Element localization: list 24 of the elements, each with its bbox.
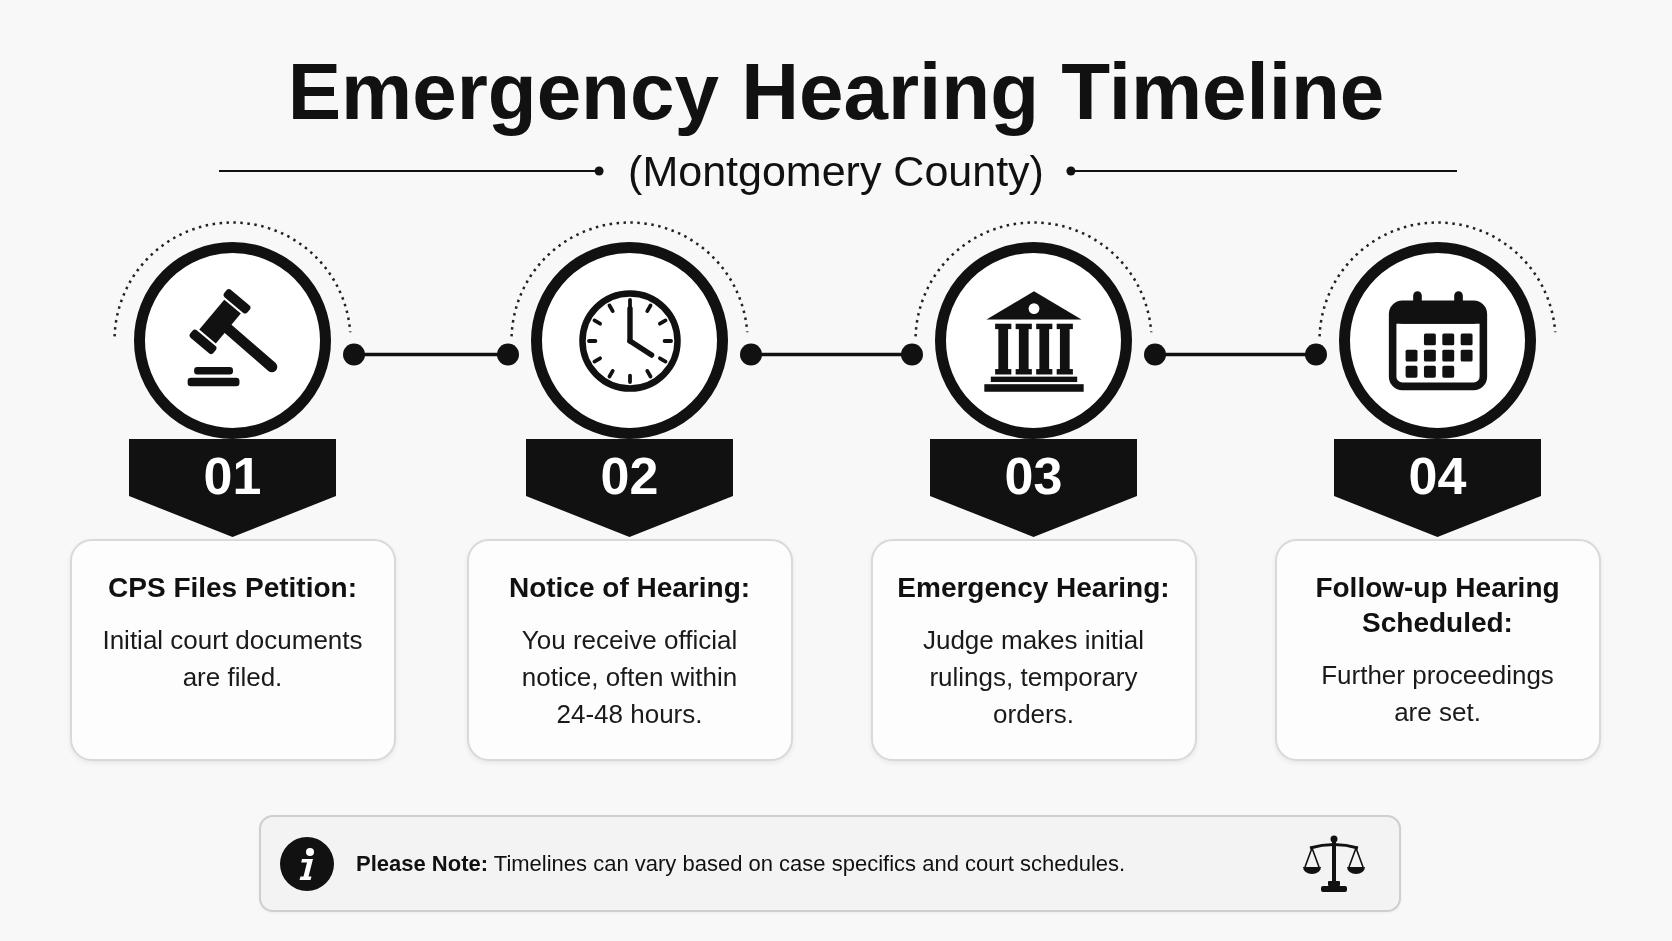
step-heading: Follow-up Hearing Scheduled: (1314, 571, 1561, 640)
step-badge (930, 439, 1137, 537)
step-badge (129, 439, 336, 537)
step-description: Further proceedings are set. (1320, 659, 1555, 729)
step-badge (1334, 439, 1541, 537)
step-card (69, 539, 396, 761)
note-box (259, 815, 1401, 912)
step-number: 01 (203, 450, 262, 502)
step-heading: Notice of Hearing: (508, 571, 751, 605)
step-heading: CPS Files Petition: (108, 571, 357, 605)
subtitle: (Montgomery County) (628, 147, 1044, 195)
step-description: You receive official notice, often within 24-48 hours. (520, 624, 739, 731)
step-number: 04 (1408, 450, 1467, 502)
title: Emergency Hearing Timeline (287, 47, 1385, 136)
step-badge (526, 439, 733, 537)
note-text: Please Note: Timelines can vary based on case specifics and court schedules. (356, 850, 1126, 877)
step-card (466, 539, 793, 761)
step-card (1274, 539, 1601, 761)
step-description: Initial court documents are filed. (101, 624, 364, 694)
step-heading: Emergency Hearing: (897, 571, 1170, 605)
step-card (870, 539, 1197, 761)
step-description: Judge makes initial rulings, temporary orders. (921, 624, 1146, 731)
step-number: 02 (600, 450, 659, 502)
step-number: 03 (1004, 450, 1063, 502)
